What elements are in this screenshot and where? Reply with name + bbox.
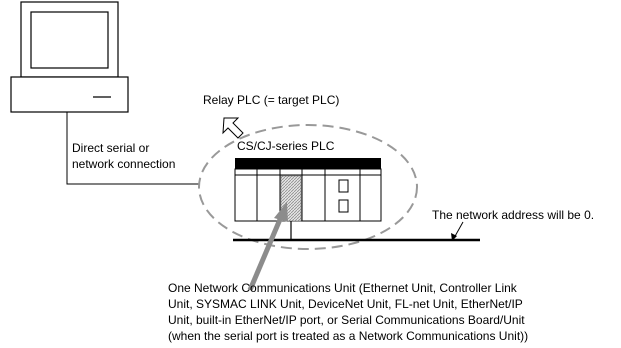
plc-series-label: CS/CJ-series PLC bbox=[237, 139, 335, 153]
computer-icon bbox=[10, 1, 129, 113]
unit-pointer-arrow bbox=[247, 202, 288, 291]
unit-description-note: One Network Communications Unit (Etherne… bbox=[168, 281, 529, 343]
relay-plc-label: Relay PLC (= target PLC) bbox=[203, 93, 340, 107]
relay-pointer-arrow bbox=[222, 117, 244, 139]
connection-label-line1: Direct serial or bbox=[72, 141, 150, 155]
plc-rack bbox=[234, 158, 382, 222]
network-address-arrow bbox=[451, 221, 464, 241]
connection-label-line2: network connection bbox=[72, 157, 176, 171]
network-address-label: The network address will be 0. bbox=[432, 208, 595, 222]
